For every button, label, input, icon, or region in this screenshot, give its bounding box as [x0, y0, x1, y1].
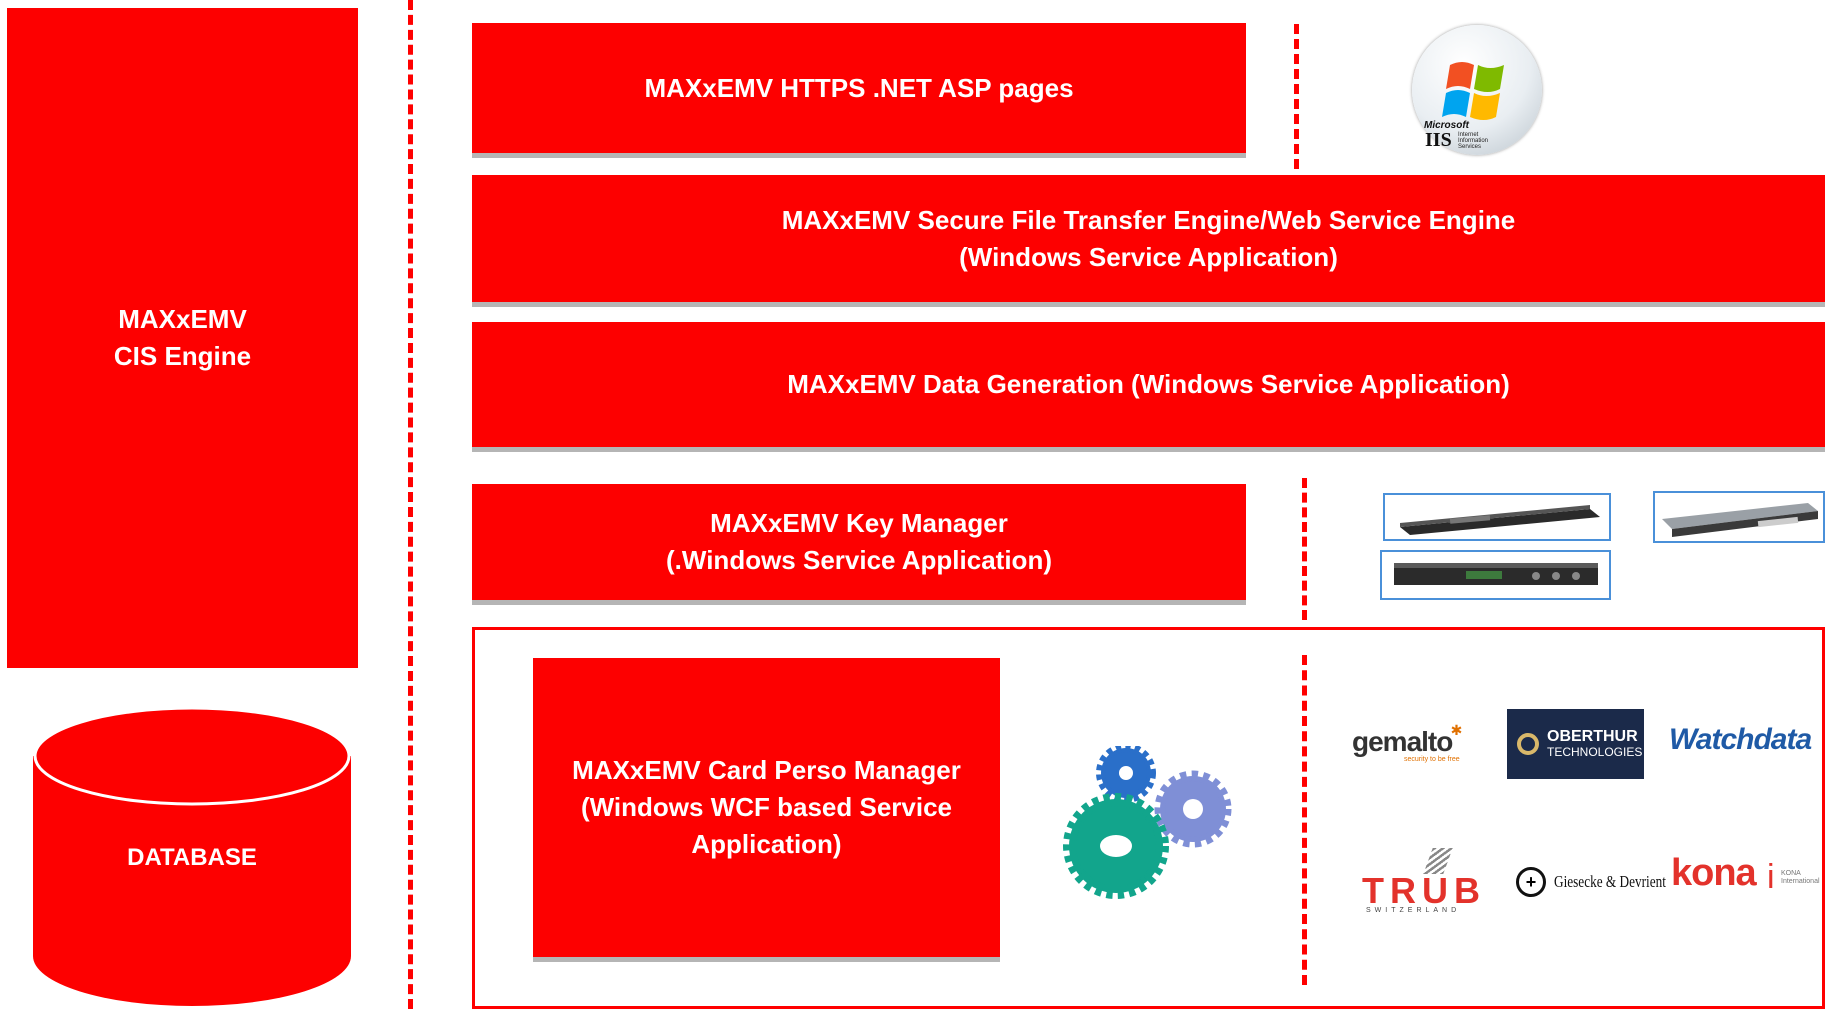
gemalto-star-icon: ✱ — [1450, 722, 1463, 738]
database-label: DATABASE — [127, 844, 257, 871]
card-perso-box: MAXxEMV Card Perso Manager (Windows WCF … — [533, 658, 1000, 957]
oberthur-line2: TECHNOLOGIES — [1547, 745, 1643, 760]
iis-product: IIS — [1425, 129, 1452, 151]
hsm-device-icon — [1662, 503, 1818, 537]
trub-logo: TRUB SWITZERLAND — [1362, 848, 1497, 918]
iis-logo: Microsoft IIS Internet Information Servi… — [1412, 25, 1542, 155]
hsm-separator — [1302, 478, 1307, 620]
hsm-device-3 — [1380, 550, 1611, 600]
database-icon — [33, 706, 351, 1006]
trub-sub: SWITZERLAND — [1366, 907, 1461, 914]
data-generation-label: MAXxEMV Data Generation (Windows Service… — [787, 369, 1510, 400]
iis-sub: Internet Information Services — [1458, 132, 1489, 150]
sft-engine-label: MAXxEMV Secure File Transfer Engine/Web … — [781, 204, 1516, 272]
iis-brand: Microsoft — [1424, 120, 1469, 131]
oberthur-mark-icon — [1517, 733, 1539, 755]
cis-engine-label: MAXxEMV CIS Engine — [113, 304, 252, 371]
kona-text: KONA — [1671, 852, 1757, 894]
gemalto-tag: security to be free — [1404, 756, 1460, 763]
windows-flag-icon — [1442, 62, 1504, 120]
gd-logo: + Giesecke & Devrient — [1516, 862, 1698, 902]
gd-text: Giesecke & Devrient — [1554, 872, 1666, 891]
gears-graphic — [1048, 743, 1248, 901]
cis-engine-box: MAXxEMV CIS Engine — [7, 8, 358, 668]
gemalto-text: gemalto — [1352, 726, 1453, 757]
data-generation-box: MAXxEMV Data Generation (Windows Service… — [472, 322, 1825, 447]
iis-separator — [1294, 24, 1299, 169]
card-perso-label: MAXxEMV Card Perso Manager (Windows WCF … — [572, 755, 961, 859]
hsm-device-icon — [1399, 505, 1600, 535]
kona-i-icon: i — [1767, 858, 1775, 896]
oberthur-line1: OBERTHUR — [1547, 728, 1638, 746]
gears-icon — [1063, 743, 1232, 899]
trub-text: TRUB — [1362, 870, 1486, 911]
hsm-device-1 — [1383, 493, 1611, 541]
oberthur-logo: OBERTHUR TECHNOLOGIES — [1507, 709, 1644, 779]
https-pages-label: MAXxEMV HTTPS .NET ASP pages — [644, 72, 1074, 103]
hsm-device-2 — [1653, 491, 1825, 543]
left-separator — [408, 0, 413, 1009]
kona-sub: KONA International — [1781, 870, 1820, 885]
key-manager-label: MAXxEMV Key Manager (.Windows Service Ap… — [666, 508, 1052, 575]
sft-engine-box: MAXxEMV Secure File Transfer Engine/Web … — [472, 175, 1825, 302]
key-manager-box: MAXxEMV Key Manager (.Windows Service Ap… — [472, 484, 1246, 600]
hsm-device-icon — [1393, 563, 1598, 585]
gd-mark-icon: + — [1516, 867, 1546, 897]
https-pages-box: MAXxEMV HTTPS .NET ASP pages — [472, 23, 1246, 153]
gemalto-logo: gemalto security to be free ✱ — [1352, 722, 1462, 763]
card-perso-frame — [472, 627, 1825, 1009]
vendors-separator — [1302, 655, 1307, 985]
watchdata-logo: Watchdata — [1669, 723, 1812, 756]
database-cylinder: DATABASE — [32, 706, 352, 1006]
